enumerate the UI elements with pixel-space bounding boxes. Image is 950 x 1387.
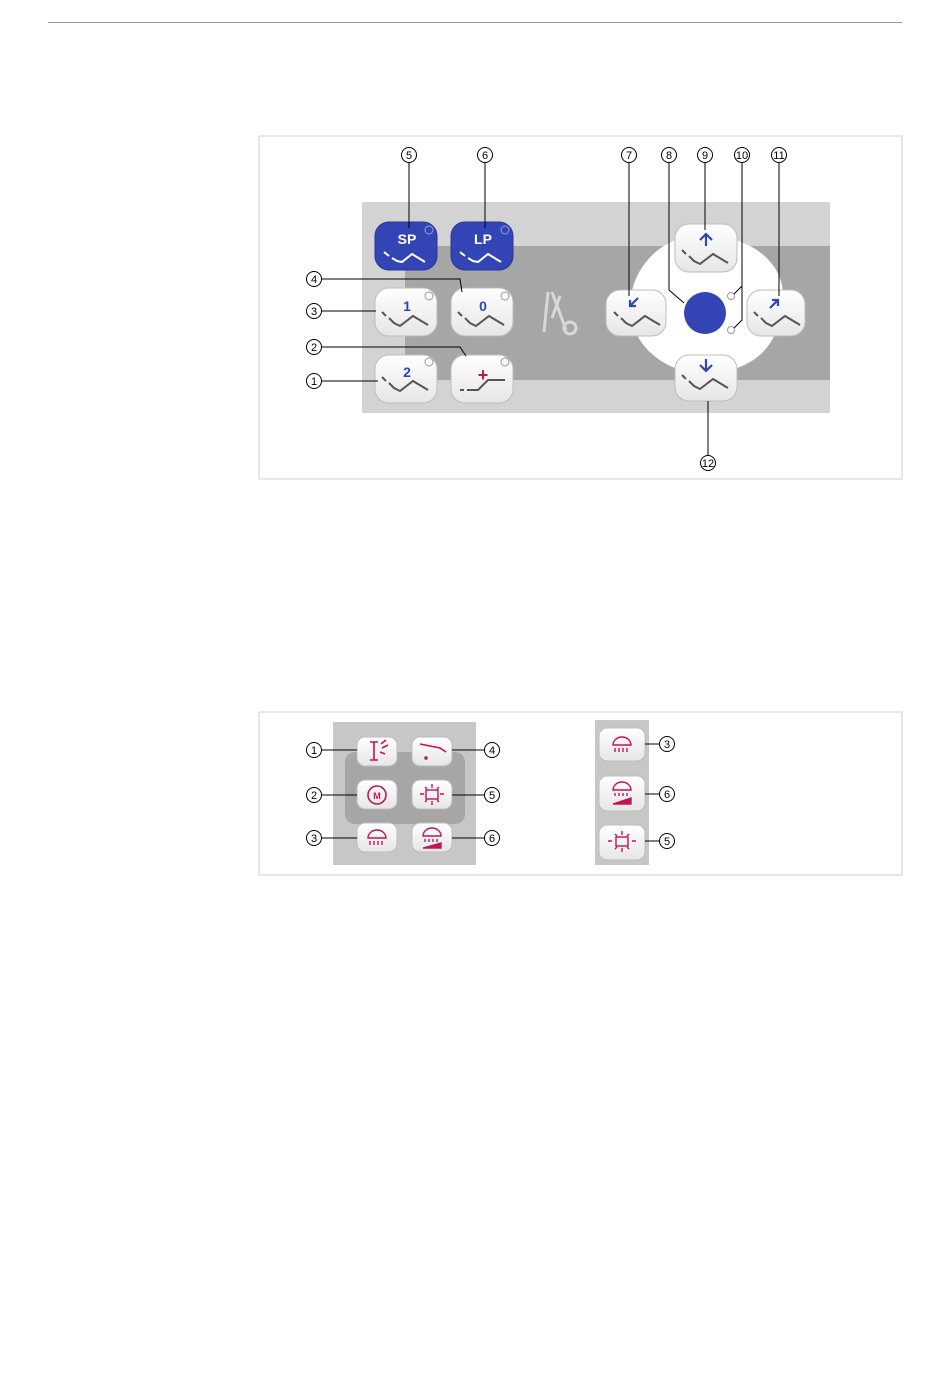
svg-text:1: 1 [311,745,317,757]
spray-button[interactable] [357,737,397,766]
callout-3: 3 [307,304,322,319]
svg-text:9: 9 [702,150,708,162]
callout-8: 8 [662,148,677,163]
callout-3: 3 [307,831,322,846]
lamp-button-right[interactable] [599,825,645,860]
backrest-back-button[interactable] [747,290,805,336]
key-1-label: 1 [403,298,411,314]
svg-text:6: 6 [482,150,488,162]
svg-text:8: 8 [666,150,672,162]
svg-text:3: 3 [664,739,670,751]
svg-text:10: 10 [736,150,748,162]
svg-text:4: 4 [489,745,495,757]
svg-text:3: 3 [311,306,317,318]
program-2-button[interactable]: 2 [375,355,437,403]
svg-text:5: 5 [489,790,495,802]
lamp-button[interactable] [412,780,452,809]
light-dim-button-right[interactable] [599,776,645,811]
figure-2-instrument-panels: M [259,712,902,875]
svg-text:5: 5 [406,150,412,162]
callout-11: 11 [772,148,787,163]
callout-5: 5 [402,148,417,163]
key-2-label: 2 [403,364,411,380]
center-stop-button[interactable] [684,292,726,334]
callout-5: 5 [660,834,675,849]
light-button-right[interactable] [599,728,645,761]
callout-6: 6 [485,831,500,846]
key-0-label: 0 [479,298,487,314]
motor-reverse-button[interactable]: M [357,780,397,809]
callout-2: 2 [307,788,322,803]
lp-button[interactable]: LP [451,222,513,270]
emergency-position-button[interactable]: + [451,355,513,403]
callout-5: 5 [485,788,500,803]
handpiece-button[interactable] [412,737,452,766]
svg-text:6: 6 [489,833,495,845]
program-1-button[interactable]: 1 [375,288,437,336]
callout-12: 12 [701,456,716,471]
motor-letter: M [373,791,381,801]
svg-text:1: 1 [311,376,317,388]
callout-4: 4 [485,743,500,758]
callout-9: 9 [698,148,713,163]
svg-text:6: 6 [664,789,670,801]
svg-text:4: 4 [311,274,317,286]
svg-text:7: 7 [626,150,632,162]
svg-text:5: 5 [664,836,670,848]
sp-label: SP [398,231,417,247]
sp-button[interactable]: SP [375,222,437,270]
callout-3: 3 [660,737,675,752]
svg-text:12: 12 [702,458,714,470]
lp-label: LP [474,231,492,247]
svg-text:2: 2 [311,342,317,354]
svg-text:3: 3 [311,833,317,845]
backrest-forward-button[interactable] [606,290,666,336]
chair-down-button[interactable] [675,355,737,401]
callout-6: 6 [660,787,675,802]
callout-1: 1 [307,374,322,389]
svg-text:11: 11 [773,150,784,162]
callout-1: 1 [307,743,322,758]
program-0-button[interactable]: 0 [451,288,513,336]
callout-4: 4 [307,272,322,287]
callout-2: 2 [307,340,322,355]
callout-6: 6 [478,148,493,163]
light-dim-button[interactable] [412,823,452,852]
chair-up-button[interactable] [675,224,737,272]
figure-1-control-panel: SP LP 1 0 2 [259,136,902,479]
callout-7: 7 [622,148,637,163]
svg-text:2: 2 [311,790,317,802]
callout-10: 10 [735,148,750,163]
light-button[interactable] [357,823,397,852]
